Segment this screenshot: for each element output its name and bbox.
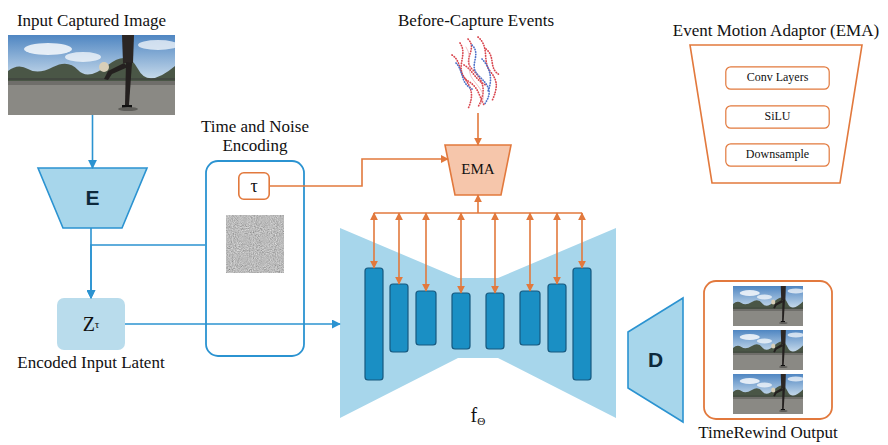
unet-block bbox=[573, 268, 591, 380]
noise-image bbox=[226, 215, 284, 273]
output-frames-box: TimeRewind Output bbox=[703, 280, 833, 420]
tau-box: τ bbox=[238, 172, 270, 200]
unet-hourglass: fΘ bbox=[340, 228, 616, 428]
connector bbox=[92, 115, 93, 168]
node-label: Downsample bbox=[746, 148, 809, 162]
layer-outline bbox=[726, 144, 829, 166]
node-shape bbox=[438, 35, 514, 113]
heading-text: Event Motion Adaptor (EMA) bbox=[673, 21, 879, 40]
connector bbox=[478, 113, 479, 145]
trapezoid-outline bbox=[628, 298, 683, 422]
node-shape bbox=[340, 228, 616, 428]
unet-block bbox=[416, 291, 436, 345]
connector-line bbox=[92, 115, 94, 168]
layer-box: SiLU bbox=[725, 105, 830, 129]
ema-trapezoid: EMA bbox=[445, 145, 511, 195]
time-noise-box: Time and Noise Encodingτ bbox=[205, 160, 305, 357]
layer-outline bbox=[726, 106, 829, 128]
rounded-outline bbox=[704, 281, 832, 419]
feature-injection-arrow bbox=[581, 213, 583, 268]
unet-block bbox=[365, 268, 383, 380]
text-holder: Before-Capture Events bbox=[398, 11, 554, 31]
node-label: τ bbox=[95, 318, 100, 331]
tau-outline bbox=[239, 173, 269, 199]
connector bbox=[270, 159, 448, 186]
trapezoid-outline bbox=[38, 168, 147, 228]
unet-block bbox=[520, 291, 540, 345]
layer-box: Downsample bbox=[725, 143, 830, 167]
output-frame bbox=[733, 374, 804, 414]
text-holder: Event Motion Adaptor (EMA) bbox=[673, 21, 879, 41]
layer-outline bbox=[726, 67, 829, 89]
output-frame bbox=[733, 330, 804, 370]
text-holder: D bbox=[628, 298, 683, 422]
heading-text: Encoded Input Latent bbox=[17, 353, 164, 372]
layer-box: Conv Layers bbox=[725, 66, 830, 90]
feature-injection-arrow bbox=[373, 213, 375, 268]
connector-line bbox=[477, 195, 479, 213]
output-frame bbox=[733, 286, 804, 326]
text-holder: Conv Layers bbox=[725, 66, 830, 90]
encoder-trapezoid: E bbox=[38, 168, 147, 228]
unet-block bbox=[486, 293, 504, 349]
node-label: SiLU bbox=[764, 110, 790, 124]
unet-block bbox=[452, 293, 470, 349]
heading-text: Input Captured Image bbox=[17, 11, 166, 30]
feature-injection-arrow bbox=[494, 213, 496, 293]
decoder-trapezoid: D bbox=[628, 298, 683, 422]
connector-line bbox=[270, 159, 448, 186]
connector-line bbox=[477, 113, 479, 145]
unet-block bbox=[390, 284, 408, 352]
text-holder: EMA bbox=[445, 145, 511, 195]
feature-injection-arrow bbox=[398, 213, 400, 284]
trapezoid-outline bbox=[445, 145, 511, 195]
text-holder: E bbox=[38, 168, 147, 228]
input-image: Input Captured Image bbox=[8, 35, 175, 115]
text-holder: SiLU bbox=[725, 105, 830, 129]
heading-text: TimeRewind Output bbox=[698, 423, 838, 442]
event-cloud: Before-Capture Events bbox=[438, 35, 514, 113]
text-holder: Encoded Input Latent bbox=[17, 353, 164, 373]
latent-fill bbox=[57, 298, 125, 350]
text-holder: Input Captured Image bbox=[17, 11, 166, 31]
text-holder: TimeRewind Output bbox=[698, 423, 838, 443]
node-label: τ bbox=[250, 176, 257, 197]
unet-block bbox=[548, 284, 566, 352]
text-holder: Time and Noise Encoding bbox=[193, 117, 317, 156]
node-label: f bbox=[471, 404, 478, 426]
node-label: Conv Layers bbox=[747, 71, 809, 85]
text-holder: Downsample bbox=[725, 143, 830, 167]
node-label: Z bbox=[83, 313, 95, 336]
connector bbox=[125, 324, 340, 325]
trapezoid-outline bbox=[690, 45, 862, 183]
node-label: EMA bbox=[461, 161, 494, 178]
feature-injection-arrow bbox=[460, 213, 462, 293]
node-shape bbox=[8, 35, 175, 115]
rounded-outline bbox=[206, 161, 304, 356]
node-label: E bbox=[85, 186, 99, 210]
hourglass-fill bbox=[340, 228, 616, 418]
connector bbox=[91, 245, 205, 298]
event-points bbox=[452, 37, 500, 109]
feature-injection-arrow bbox=[425, 213, 427, 291]
node-label: D bbox=[648, 348, 663, 372]
node-shape bbox=[703, 280, 833, 420]
connector-line bbox=[91, 245, 205, 298]
text-holder: Zτ bbox=[57, 298, 125, 350]
feature-injection-arrow bbox=[529, 213, 531, 291]
connector-line bbox=[125, 323, 340, 325]
heading-text: Before-Capture Events bbox=[398, 11, 554, 30]
text-holder: fΘ bbox=[340, 404, 616, 428]
ema-detail-trapezoid: Event Motion Adaptor (EMA)Conv LayersSiL… bbox=[690, 45, 862, 183]
feature-injection-arrow bbox=[556, 213, 558, 284]
captured-photo bbox=[8, 35, 178, 115]
heading-text: Time and Noise Encoding bbox=[201, 117, 309, 156]
node-label: Θ bbox=[477, 415, 485, 427]
bus-line bbox=[374, 212, 582, 214]
text-holder: τ bbox=[238, 172, 270, 200]
latent-box: ZτEncoded Input Latent bbox=[57, 298, 125, 350]
